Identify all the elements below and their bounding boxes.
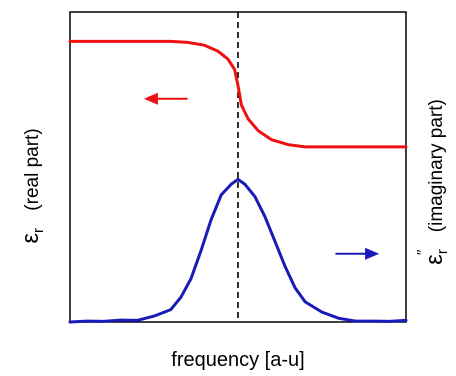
y-left-text: (real part) <box>22 128 43 210</box>
svg-text:εr′′ (imaginary part): εr′′ (imaginary part) <box>414 99 451 265</box>
y-left-subscript: r <box>30 228 47 233</box>
x-axis-label: frequency [a-u] <box>171 349 304 371</box>
arrow-left-red-head <box>143 92 158 105</box>
y-right-symbol: ε <box>421 254 448 265</box>
y-axis-label-right: εr′′ (imaginary part) <box>414 99 451 265</box>
y-right-superscript: ′′ <box>414 249 431 255</box>
arrow-right-blue-head <box>365 247 380 260</box>
y-right-subscript: r <box>434 249 451 254</box>
svg-text:εr (real part): εr (real part) <box>17 128 47 243</box>
y-left-symbol: ε <box>17 233 44 244</box>
y-axis-label-left: εr (real part) <box>17 128 47 243</box>
series-imaginary-part-line <box>68 177 408 324</box>
y-right-text: (imaginary part) <box>426 99 447 232</box>
series-real-part-line <box>68 39 408 149</box>
